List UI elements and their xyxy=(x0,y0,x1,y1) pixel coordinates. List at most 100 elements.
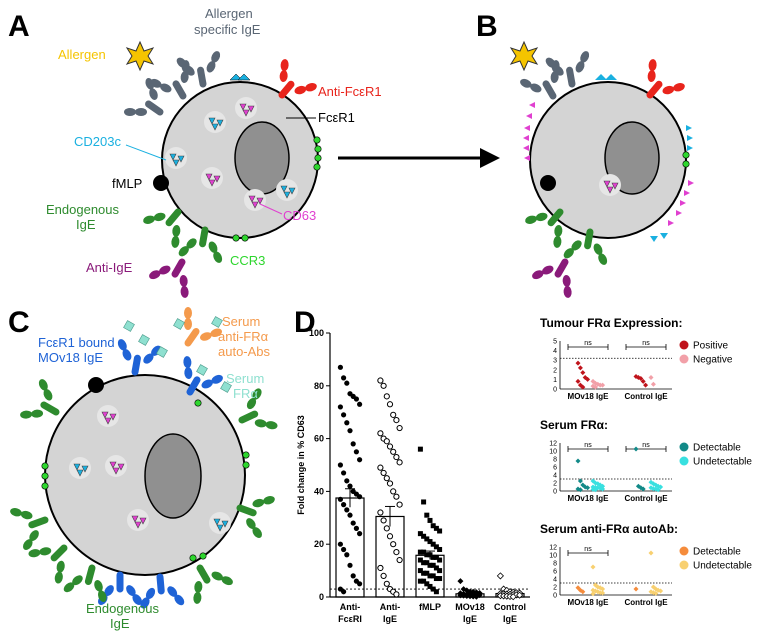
data-point xyxy=(350,520,356,526)
legend-swatch xyxy=(679,340,689,350)
legend-swatch xyxy=(679,456,689,466)
x-tick-label: FcεRI xyxy=(338,614,362,624)
data-point xyxy=(341,589,347,595)
y-tick-label: 1 xyxy=(553,377,557,384)
data-point xyxy=(433,544,439,550)
data-point xyxy=(433,589,439,595)
data-point xyxy=(590,564,596,570)
y-tick-label: 10 xyxy=(549,449,557,456)
legend-swatch xyxy=(679,560,689,570)
data-point xyxy=(577,478,583,484)
data-point xyxy=(383,525,390,532)
data-point xyxy=(457,578,464,585)
data-point xyxy=(640,378,646,384)
x-tick-label: Control IgE xyxy=(624,598,668,607)
y-tick-label: 0 xyxy=(319,592,324,602)
allergen-icon xyxy=(126,41,154,71)
legend-swatch xyxy=(679,546,689,556)
data-point xyxy=(393,493,400,500)
y-tick-label: 20 xyxy=(314,539,324,549)
data-point xyxy=(577,487,583,493)
data-point xyxy=(653,590,659,596)
data-point xyxy=(396,459,403,466)
anti-ige-antibody-b xyxy=(528,250,585,301)
data-point xyxy=(347,483,353,489)
data-point xyxy=(347,562,353,568)
label-anti-fcer1: Anti-FcεR1 xyxy=(318,84,382,99)
label-serum-auto-2: anti-FRα xyxy=(218,329,269,344)
chart-title: Serum FRα: xyxy=(540,418,608,432)
data-point xyxy=(427,539,433,545)
data-point xyxy=(393,453,400,461)
x-tick-label: MOv18 IgE xyxy=(568,392,610,401)
data-point xyxy=(430,541,436,547)
y-tick-label: 2 xyxy=(553,367,557,374)
data-point xyxy=(658,588,664,594)
data-point xyxy=(575,360,581,366)
data-point xyxy=(377,377,384,384)
x-tick-label: MOv18 xyxy=(455,602,485,612)
y-tick-label: 4 xyxy=(553,348,557,355)
y-tick-label: 4 xyxy=(553,473,557,480)
data-point xyxy=(516,591,524,599)
significance-label: ns xyxy=(642,340,650,347)
y-tick-label: 40 xyxy=(314,486,324,496)
data-point xyxy=(638,375,644,381)
significance-label: ns xyxy=(584,546,592,553)
data-point xyxy=(421,549,427,555)
y-tick-label: 6 xyxy=(553,569,557,576)
y-tick-label: 0 xyxy=(553,387,557,394)
data-point xyxy=(424,512,430,518)
data-point xyxy=(353,525,359,531)
data-point xyxy=(380,382,387,389)
data-point xyxy=(600,590,606,596)
label-anti-ige: Anti-IgE xyxy=(86,260,133,275)
data-point xyxy=(580,370,586,376)
data-point xyxy=(347,512,353,518)
data-point xyxy=(393,591,400,598)
label-cd203c: CD203c xyxy=(74,134,121,149)
data-point xyxy=(344,380,350,386)
x-tick-label: Control xyxy=(494,602,526,612)
data-point xyxy=(437,528,443,534)
data-point xyxy=(353,449,359,455)
chart-title: Tumour FRα Expression: xyxy=(540,316,683,330)
x-tick-label: IgE xyxy=(463,614,477,624)
legend-swatch xyxy=(679,442,689,452)
label-cd63: CD63 xyxy=(283,208,316,223)
data-point xyxy=(427,562,433,568)
data-point xyxy=(357,494,363,500)
x-tick-label: MOv18 IgE xyxy=(568,598,610,607)
data-point xyxy=(341,502,347,508)
data-point xyxy=(640,486,646,492)
data-point xyxy=(421,560,427,566)
y-tick-label: 0 xyxy=(553,489,557,496)
legend-swatch xyxy=(679,354,689,364)
data-point xyxy=(473,593,480,600)
data-point xyxy=(577,365,583,371)
label-serum-fra-2: FRα xyxy=(233,386,258,401)
y-tick-label: 12 xyxy=(549,441,557,448)
data-point xyxy=(421,499,427,505)
panel-label-b: B xyxy=(476,10,498,43)
data-point xyxy=(600,382,606,388)
y-tick-label: 100 xyxy=(309,328,324,338)
mean-bar xyxy=(375,515,405,598)
leader-cd203c xyxy=(125,144,167,161)
data-point xyxy=(433,554,439,560)
label-endogenous-ige-1: Endogenous xyxy=(46,202,120,217)
data-point xyxy=(377,564,384,572)
basophil-a xyxy=(153,73,322,242)
y-tick-label: 60 xyxy=(314,434,324,444)
legend-label: Negative xyxy=(693,355,733,366)
data-point xyxy=(417,578,423,584)
data-point xyxy=(337,462,343,468)
chart-title: Serum anti-FRα autoAb: xyxy=(540,522,678,536)
data-point xyxy=(580,384,586,390)
label-serum-auto-3: auto-Abs xyxy=(218,344,271,359)
x-tick-label: Control IgE xyxy=(624,494,668,503)
data-point xyxy=(430,573,436,579)
